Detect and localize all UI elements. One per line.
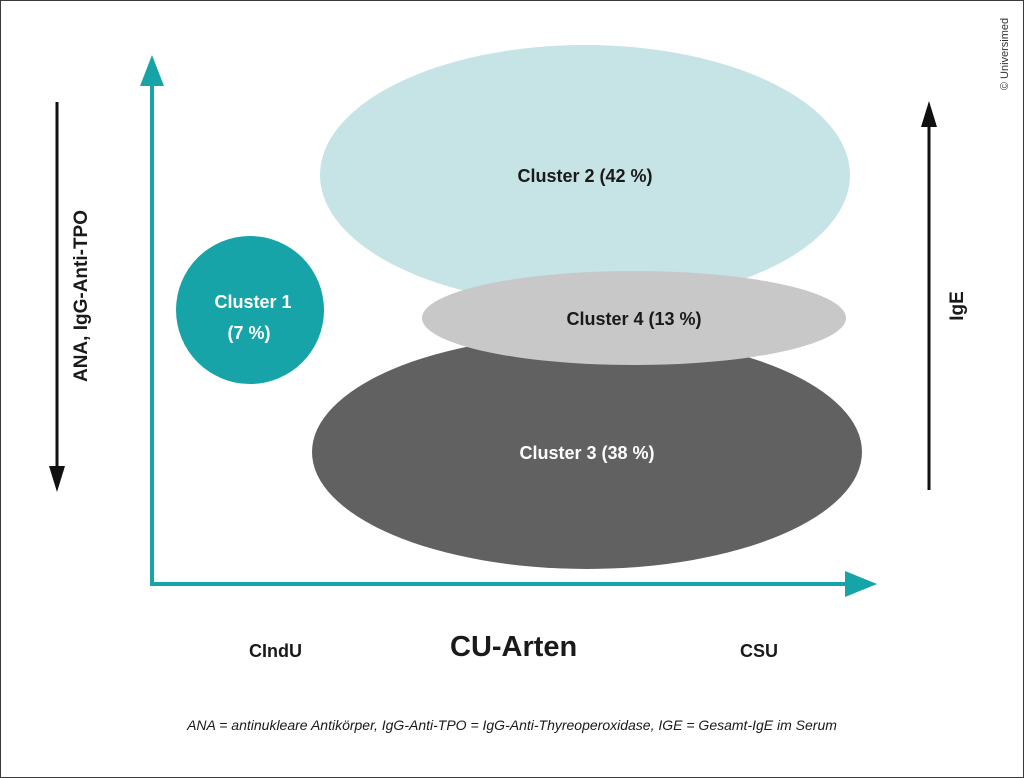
cluster-1-label-line2: (7 %): [227, 323, 270, 343]
cluster-1-circle: [176, 236, 324, 384]
x-right-label: CSU: [740, 641, 779, 661]
x-axis-title: CU-Arten: [450, 631, 578, 663]
cluster-4-label: Cluster 4 (13 %): [566, 309, 701, 329]
x-left-label: CIndU: [249, 641, 302, 661]
figure-caption: ANA = antinukleare Antikörper, IgG-Anti-…: [187, 717, 837, 733]
y-left-label: ANA, IgG-Anti-TPO: [71, 209, 92, 383]
cluster-3-label: Cluster 3 (38 %): [519, 443, 654, 463]
y-right-label: IgE: [947, 291, 968, 321]
cluster-2-ellipse: [320, 45, 850, 305]
cluster-1-label-line1: Cluster 1: [214, 292, 291, 312]
left-down-arrow: [49, 102, 65, 492]
cluster-3-ellipse: [312, 335, 862, 569]
cluster-2-label: Cluster 2 (42 %): [517, 166, 652, 186]
x-axis: [150, 571, 877, 597]
copyright-text: © Universimed: [999, 17, 1011, 91]
cluster-4-ellipse: [422, 271, 846, 365]
y-axis: [140, 55, 164, 586]
right-up-arrow: [921, 101, 937, 490]
